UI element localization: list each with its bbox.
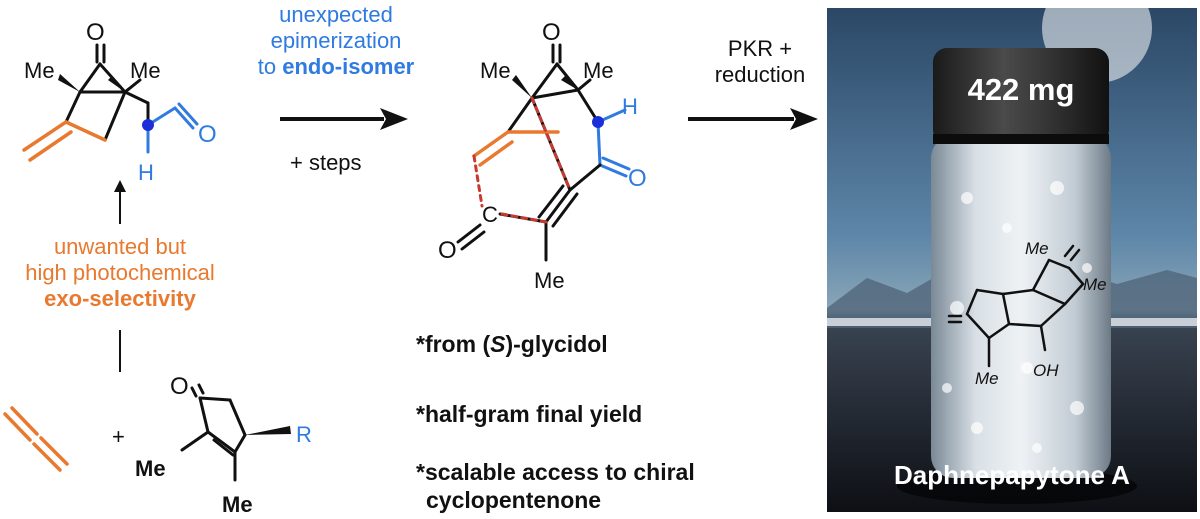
intermediate-ketone-o-label: O xyxy=(542,19,561,46)
vial-drawn-me-top: Me xyxy=(1025,239,1049,258)
intermediate-methyl-left-label: Me xyxy=(480,58,511,83)
step2-arrow xyxy=(688,108,818,130)
cyclopentenone-structure: O Me Me R xyxy=(135,373,312,517)
label-epimerization: epimerization xyxy=(270,28,402,53)
enone-r-group-label: R xyxy=(296,422,312,447)
intermediate-ketone2-o-label: O xyxy=(628,165,647,192)
plus-steps-label: + steps xyxy=(290,150,362,175)
intermediate-hydrogen-label: H xyxy=(622,94,638,119)
connector-line xyxy=(119,330,121,372)
enone-o-label: O xyxy=(170,373,189,400)
note-half-gram: *half-gram final yield xyxy=(416,401,643,427)
start-aldehyde-o-label: O xyxy=(198,121,217,148)
plus-sign: + xyxy=(112,424,125,449)
note-line-photochemical: high photochemical xyxy=(25,260,215,285)
product-name-caption: Daphnepapytone A xyxy=(894,460,1130,490)
vial-drawn-oh: OH xyxy=(1033,361,1059,380)
enone-methyl-bottom-label: Me xyxy=(222,492,253,517)
label-endo-isomer: to endo-isomer xyxy=(257,54,415,79)
start-methyl-left-label: Me xyxy=(24,58,55,83)
note-line-exo-selectivity: exo-selectivity xyxy=(44,286,196,311)
upward-arrow xyxy=(114,180,126,224)
amount-label: 422 mg xyxy=(968,72,1075,107)
ketene-carbon-label: C xyxy=(482,202,498,227)
intermediate-methyl-right-label: Me xyxy=(583,58,614,83)
photochemistry-note: unwanted but high photochemical exo-sele… xyxy=(0,234,240,312)
allene-structure xyxy=(3,406,69,472)
alkyne-methyl-label: Me xyxy=(534,268,565,293)
start-ketone-o-label: O xyxy=(86,19,105,46)
pkr-reduction-label: PKR + reduction xyxy=(714,36,806,87)
start-hydrogen-label: H xyxy=(138,160,154,185)
label-unexpected: unexpected xyxy=(279,2,393,27)
note-line-unwanted: unwanted but xyxy=(53,234,187,259)
epimerization-label: unexpected epimerization to endo-isomer xyxy=(236,2,436,80)
intermediate-structure: O Me Me H O C O Me xyxy=(438,19,647,293)
start-methyl-right-label: Me xyxy=(130,58,161,83)
vial-drawn-me-right: Me xyxy=(1083,275,1107,294)
vial-drawn-me-bottom: Me xyxy=(975,369,999,388)
enone-methyl-left-label: Me xyxy=(135,456,166,481)
note-glycidol: *from (S)-glycidol xyxy=(416,331,608,357)
step1-arrow xyxy=(280,108,408,130)
start-material-structure: O Me Me O H xyxy=(22,19,217,185)
note-scalable: *scalable access to chiral cyclopentenon… xyxy=(416,459,695,513)
ketene-oxygen-label: O xyxy=(438,237,457,264)
product-vial-photo: Me Me Me OH 422 mg Daphnepapytone A xyxy=(827,8,1197,512)
vial-illustration: Me Me Me OH 422 mg Daphnepapytone A xyxy=(827,8,1197,512)
